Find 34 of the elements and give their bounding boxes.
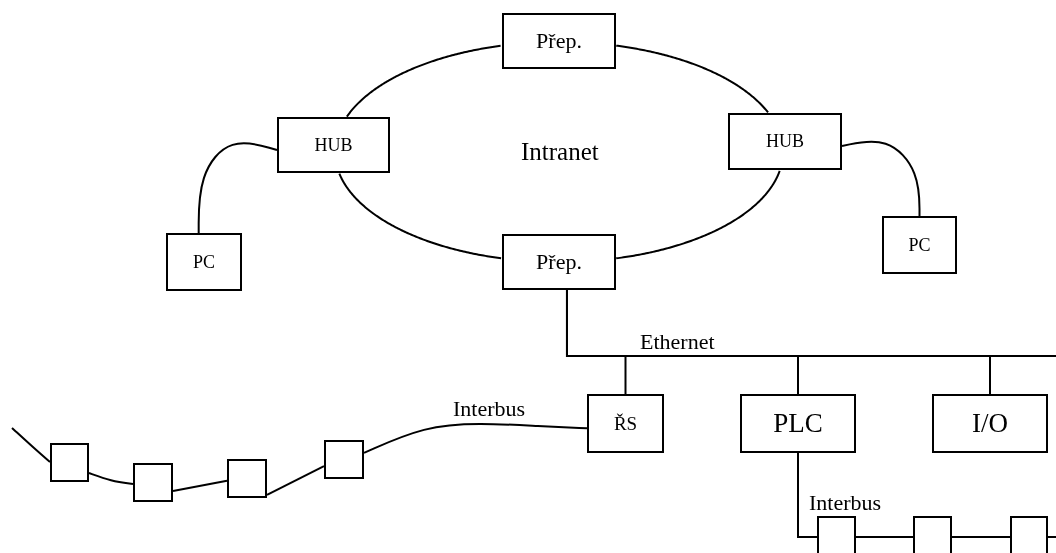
network-link <box>88 472 134 486</box>
network-link <box>566 289 991 395</box>
bus-node-box <box>1010 516 1048 553</box>
device-box: Přep. <box>502 234 616 290</box>
network-link <box>172 479 228 493</box>
device-box: HUB <box>277 117 390 173</box>
network-link <box>855 536 914 539</box>
network-link <box>797 452 818 539</box>
network-link <box>345 44 502 118</box>
network-link <box>615 169 781 260</box>
network-link <box>951 536 1011 539</box>
network-label: Ethernet <box>640 331 715 353</box>
network-link <box>197 142 278 234</box>
network-link <box>338 172 503 260</box>
device-box: HUB <box>728 113 842 170</box>
bus-node-box <box>227 459 267 498</box>
bus-node-box <box>133 463 173 502</box>
network-link <box>841 140 921 217</box>
network-label: Intranet <box>521 139 599 164</box>
network-link <box>266 465 325 496</box>
bus-node-box <box>913 516 952 553</box>
network-link <box>363 422 588 454</box>
device-box: ŘS <box>587 394 664 453</box>
device-box: PC <box>166 233 242 291</box>
device-box: Přep. <box>502 13 616 69</box>
device-box: I/O <box>932 394 1048 453</box>
device-box: PLC <box>740 394 856 453</box>
bus-node-box <box>817 516 856 553</box>
bus-node-box <box>324 440 364 479</box>
bus-node-box <box>50 443 89 482</box>
network-link <box>615 44 770 114</box>
device-box: PC <box>882 216 957 274</box>
network-link <box>11 427 51 464</box>
network-link <box>1047 536 1056 539</box>
